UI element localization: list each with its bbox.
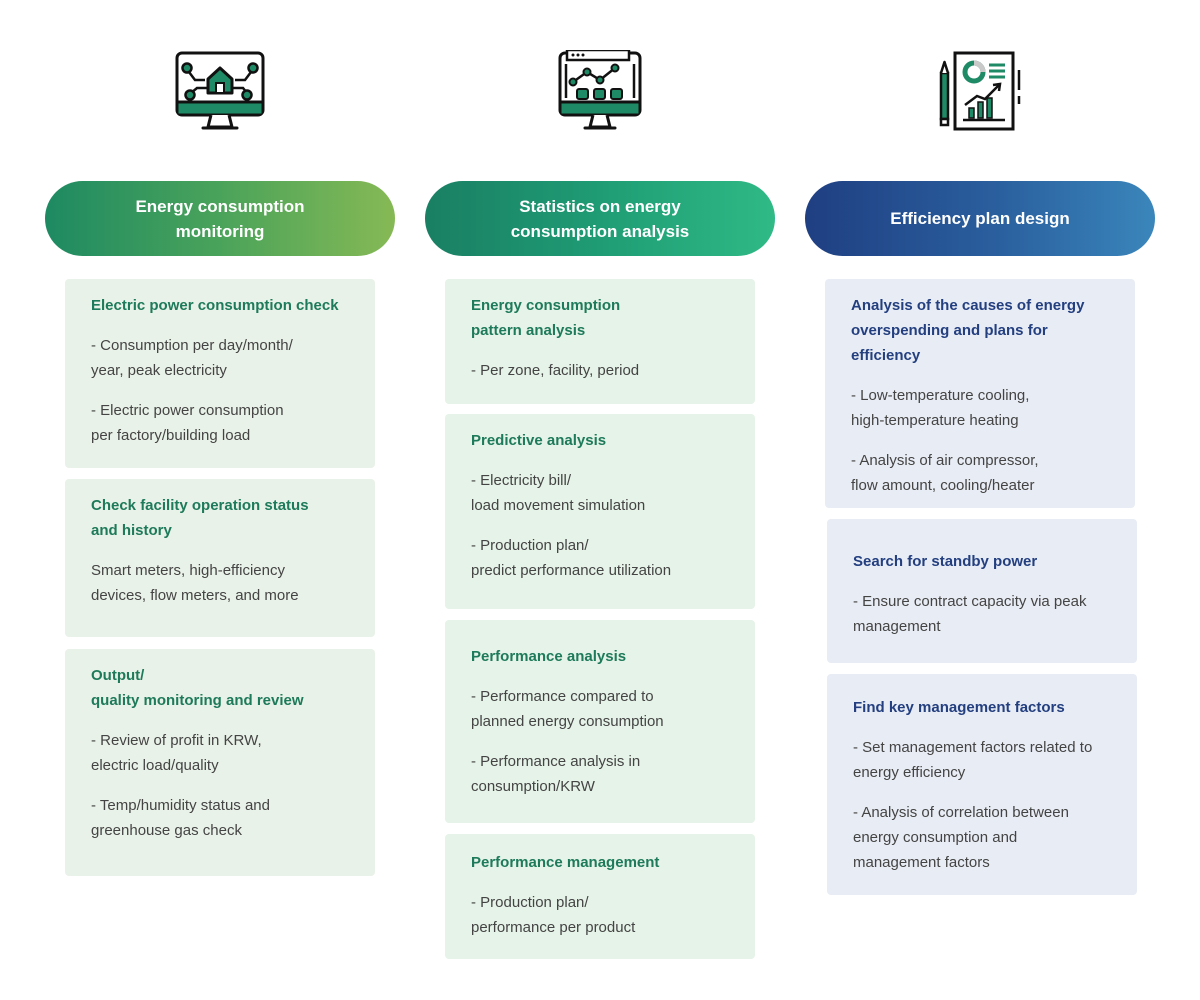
column-header-pill: Statistics on energy consumption analysi… xyxy=(425,181,775,256)
card-item: - Analysis of correlation between energy… xyxy=(853,804,1069,871)
monitor-analytics-chart-icon xyxy=(555,48,645,132)
card-item: - Ensure contract capacity via peak mana… xyxy=(853,593,1087,635)
card-item: - Low-temperature cooling, high-temperat… xyxy=(851,387,1030,429)
card-item: - Set management factors related to ener… xyxy=(853,739,1093,781)
feature-card: Performance management - Production plan… xyxy=(445,834,755,959)
feature-card: Electric power consumption check - Consu… xyxy=(65,279,375,468)
card-title: Check facility operation status and hist… xyxy=(91,497,309,539)
column-header-pill: Energy consumption monitoring xyxy=(45,181,395,256)
card-item: - Review of profit in KRW, electric load… xyxy=(91,732,262,774)
card-item: - Performance compared to planned energy… xyxy=(471,688,664,730)
monitor-smart-home-icon xyxy=(175,50,265,132)
card-title: Search for standby power xyxy=(853,553,1038,570)
card-title: Predictive analysis xyxy=(471,432,607,449)
card-item: - Electricity bill/ load movement simula… xyxy=(471,472,646,514)
feature-card: Check facility operation status and hist… xyxy=(65,479,375,637)
card-title: Electric power consumption check xyxy=(91,297,339,314)
card-title: Analysis of the causes of energy overspe… xyxy=(851,297,1085,364)
card-title: Performance analysis xyxy=(471,648,627,665)
card-item: - Electric power consumption per factory… xyxy=(91,402,284,444)
card-item: - Consumption per day/month/ year, peak … xyxy=(91,337,293,379)
card-title: Output/ quality monitoring and review xyxy=(91,667,304,709)
report-document-pencil-icon xyxy=(935,50,1025,132)
card-item: - Production plan/ performance per produ… xyxy=(471,894,636,936)
card-item: - Temp/humidity status and greenhouse ga… xyxy=(91,797,270,839)
feature-card: Performance analysis - Performance compa… xyxy=(445,620,755,823)
card-item: - Production plan/ predict performance u… xyxy=(471,537,672,579)
card-item: - Analysis of air compressor, flow amoun… xyxy=(851,452,1039,494)
card-title: Find key management factors xyxy=(853,699,1065,716)
card-item: - Performance analysis in consumption/KR… xyxy=(471,753,641,795)
feature-card: Output/ quality monitoring and review - … xyxy=(65,649,375,876)
card-title: Energy consumption pattern analysis xyxy=(471,297,621,339)
feature-card: Energy consumption pattern analysis - Pe… xyxy=(445,279,755,404)
card-item: - Per zone, facility, period xyxy=(471,362,640,379)
feature-card: Predictive analysis - Electricity bill/ … xyxy=(445,414,755,609)
feature-card: Find key management factors - Set manage… xyxy=(827,674,1137,895)
feature-card: Search for standby power - Ensure contra… xyxy=(827,519,1137,663)
feature-card: Analysis of the causes of energy overspe… xyxy=(825,279,1135,508)
card-title: Performance management xyxy=(471,854,660,871)
card-item: Smart meters, high-efficiency devices, f… xyxy=(91,562,299,604)
column-header-pill: Efficiency plan design xyxy=(805,181,1155,256)
